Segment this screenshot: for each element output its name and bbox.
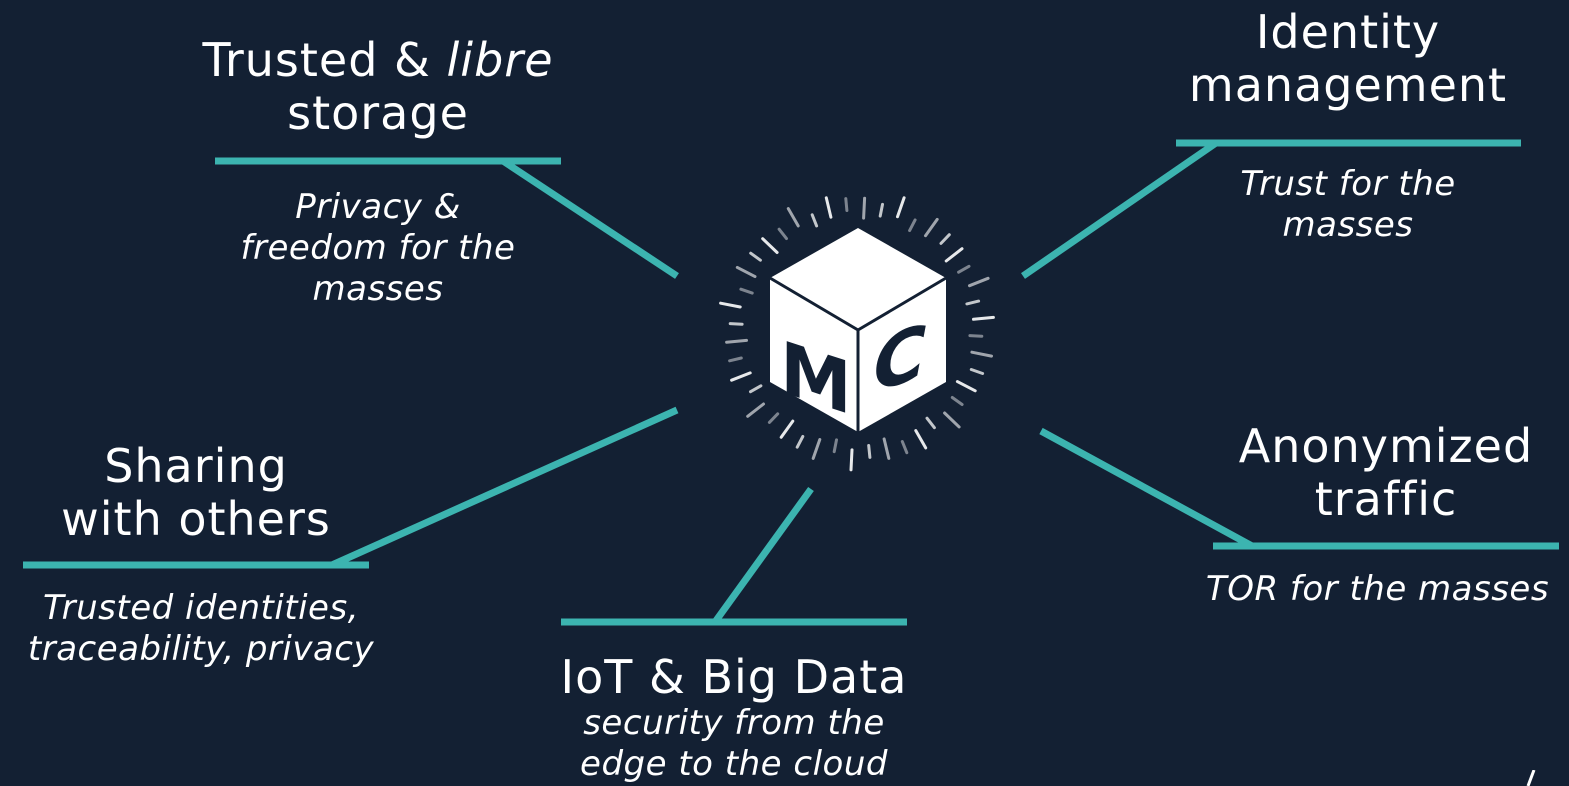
logo-ray <box>777 227 788 241</box>
node-identity-subtitle: Trust for the masses <box>1160 164 1536 246</box>
logo-ray <box>767 412 780 424</box>
node-iot: IoT & Big Data <box>534 651 934 704</box>
logo-ray <box>728 322 744 326</box>
logo-ray <box>795 435 805 449</box>
logo-ray <box>811 438 822 460</box>
logo-ray <box>939 233 951 245</box>
node-sharing-subtitle-line-2: traceability, privacy <box>27 629 375 669</box>
logo-ray <box>746 402 765 418</box>
node-anonymized-title-line-2: traffic <box>1314 472 1458 526</box>
node-identity-title-line-2: management <box>1188 58 1508 112</box>
logo-ray <box>849 448 854 472</box>
logo-rays <box>719 196 995 472</box>
logo-ray <box>725 338 748 344</box>
logo-ray <box>957 264 971 274</box>
node-sharing-subtitle-line-1: Trusted identities, <box>43 588 359 628</box>
logo-ray <box>968 276 990 288</box>
logo-ray <box>955 380 977 393</box>
node-sharing-title: Sharing with others <box>8 440 384 546</box>
node-storage-title-emphasis: libre <box>446 33 554 87</box>
node-sharing-title-line-2: with others <box>61 492 331 546</box>
logo-ray <box>779 419 795 439</box>
logo-ray <box>969 368 985 375</box>
node-identity-title: Identity management <box>1160 6 1536 112</box>
logo-ray <box>914 429 928 450</box>
cube-logo-icon: M C <box>719 196 995 472</box>
logo-ray <box>944 247 964 263</box>
iot-connector <box>712 486 814 625</box>
logo-ray <box>878 202 884 218</box>
logo-ray <box>786 207 800 228</box>
logo-ray <box>730 371 752 382</box>
node-anonymized-subtitle-line-1: TOR for the masses <box>1205 569 1550 609</box>
node-storage-subtitle: Privacy & freedom for the masses <box>190 187 566 310</box>
node-storage-subtitle-line-1: Privacy & <box>295 187 461 227</box>
node-storage-subtitle-line-3: masses <box>312 269 444 309</box>
logo-ray <box>867 444 872 459</box>
node-storage-title-line-2: storage <box>287 86 469 140</box>
logo-ray <box>972 315 995 321</box>
node-anonymized-subtitle: TOR for the masses <box>1186 569 1569 610</box>
node-identity-subtitle-line-1: Trust for the <box>1240 164 1456 204</box>
logo-ray <box>896 196 906 219</box>
sharing-connector <box>330 406 679 569</box>
logo-ray <box>900 440 909 455</box>
logo-ray <box>950 396 964 406</box>
logo-ray <box>728 356 743 363</box>
logo-ray <box>739 287 754 295</box>
logo-ray <box>943 411 961 429</box>
logo-ray <box>810 213 819 228</box>
cube-edge-left <box>769 276 859 332</box>
logo-ray <box>749 384 763 394</box>
logo-ray <box>968 334 984 338</box>
anonymized-connector <box>1039 427 1254 550</box>
cube-right-face <box>858 278 946 432</box>
node-storage-title-line-1: Trusted & libre <box>190 34 566 87</box>
logo-ray <box>862 196 867 220</box>
node-sharing-subtitle: Trusted identities, traceability, privac… <box>0 588 402 670</box>
node-anonymized-title: Anonymized traffic <box>1196 420 1569 526</box>
node-iot-subtitle: security from the edge to the cloud <box>534 703 934 785</box>
cube-top-face <box>770 228 946 330</box>
logo-monogram-c: C <box>874 309 927 410</box>
logo-ray <box>925 416 936 430</box>
logo-ray <box>924 217 939 238</box>
storage-connector <box>501 158 679 279</box>
logo-ray <box>824 196 833 219</box>
node-anonymized: Anonymized traffic <box>1196 420 1569 526</box>
logo-ray <box>719 301 742 309</box>
node-iot-subtitle-line-2: edge to the cloud <box>580 744 888 784</box>
logo-ray <box>970 350 993 358</box>
logo-ray <box>882 437 891 460</box>
logo-ray <box>832 438 838 454</box>
node-storage: Trusted & libre storage <box>190 34 566 140</box>
node-storage-title-text: Trusted & <box>202 33 447 87</box>
node-storage-title: Trusted & libre storage <box>190 34 566 140</box>
node-sharing-title-line-1: Sharing <box>104 439 288 493</box>
node-identity: Identity management <box>1160 6 1536 112</box>
node-sharing: Sharing with others <box>8 440 384 546</box>
logo-ray <box>908 218 917 233</box>
identity-connector <box>1021 140 1218 279</box>
connectors <box>23 139 1559 626</box>
cube-edge-right <box>857 276 947 332</box>
logo-ray <box>761 237 779 254</box>
logo-ray <box>844 197 849 212</box>
logo-ray <box>965 299 981 306</box>
logo-ray <box>749 251 762 262</box>
node-iot-subtitle-line-1: security from the <box>583 703 885 743</box>
node-iot-title: IoT & Big Data <box>534 651 934 704</box>
node-anonymized-title-line-1: Anonymized <box>1238 419 1534 473</box>
cube-left-face <box>770 278 858 432</box>
logo-ray <box>735 265 757 279</box>
node-storage-subtitle-line-2: freedom for the <box>240 228 516 268</box>
node-identity-subtitle-line-2: masses <box>1282 205 1414 245</box>
node-iot-title-line-1: IoT & Big Data <box>560 650 908 704</box>
node-identity-title-line-1: Identity <box>1255 5 1441 59</box>
